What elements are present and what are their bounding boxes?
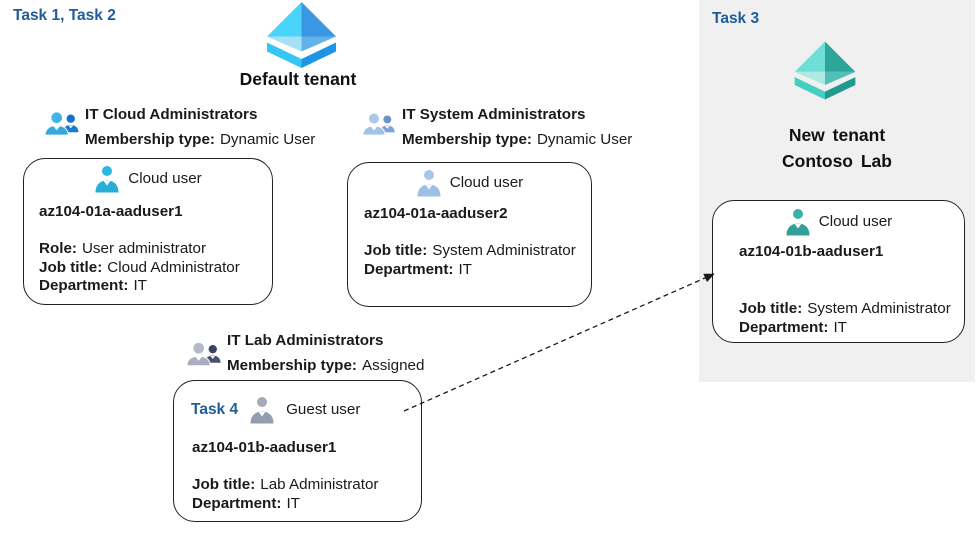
field-label: Job title: xyxy=(39,258,103,276)
field-value: User administrator xyxy=(81,240,207,257)
cloud-user-card-aaduser1: Cloud user az104-01a-aaduser1 Role:User … xyxy=(23,158,273,305)
membership-type-label: Membership type: xyxy=(227,357,357,374)
new-tenant-title-line2: Contoso Lab xyxy=(782,151,892,171)
membership-type-label: Membership type: xyxy=(85,131,215,148)
field-value: System Administrator xyxy=(807,300,951,317)
user-group-icon xyxy=(44,109,81,145)
cloud-user-icon xyxy=(94,164,120,193)
field-label: Job title: xyxy=(192,476,256,493)
group-name: IT System Administrators xyxy=(402,106,586,123)
default-tenant-directory-icon xyxy=(263,2,340,68)
task-3-label: Task 3 xyxy=(712,10,760,27)
user-attributes: Job title:Lab Administrator Department:I… xyxy=(192,476,378,513)
membership-type-value: Dynamic User xyxy=(219,131,316,148)
cloud-user-card-aaduser2: Cloud user az104-01a-aaduser2 Job title:… xyxy=(347,162,592,307)
field-label: Department: xyxy=(739,318,829,336)
user-type-label: Guest user xyxy=(286,401,361,418)
user-attributes: Role:User administrator Job title:Cloud … xyxy=(39,240,240,296)
group-name: IT Lab Administrators xyxy=(227,332,384,349)
field-value: Lab Administrator xyxy=(260,476,379,493)
user-attributes: Job title:System Administrator Departmen… xyxy=(739,300,951,337)
field-label: Department: xyxy=(192,494,282,512)
membership-type-label: Membership type: xyxy=(402,131,532,148)
cloud-user-icon xyxy=(785,207,811,236)
guest-user-icon xyxy=(249,395,275,424)
field-value: IT xyxy=(133,277,147,294)
membership-type-value: Dynamic User xyxy=(536,131,633,148)
field-label: Department: xyxy=(364,260,454,278)
new-tenant-title: New tenant Contoso Lab xyxy=(699,122,975,174)
membership-type-line: Membership type:Dynamic User xyxy=(402,127,632,152)
group-it-lab-administrators: IT Lab Administrators Membership type:As… xyxy=(227,328,424,378)
user-group-icon xyxy=(362,110,397,145)
user-name: az104-01b-aaduser1 xyxy=(192,439,337,456)
group-name: IT Cloud Administrators xyxy=(85,106,258,123)
field-label: Department: xyxy=(39,277,129,294)
field-value: Cloud Administrator xyxy=(107,258,240,276)
field-value: IT xyxy=(286,494,300,512)
guest-user-card-aaduser1b: Task 4 Guest user az104-01b-aaduser1 Job… xyxy=(173,380,422,522)
group-it-system-administrators: IT System Administrators Membership type… xyxy=(402,102,632,152)
field-label: Job title: xyxy=(364,242,428,259)
membership-type-value: Assigned xyxy=(361,357,425,374)
user-name: az104-01a-aaduser2 xyxy=(364,205,508,222)
new-tenant-title-line1: New tenant xyxy=(788,125,886,145)
default-tenant-title: Default tenant xyxy=(239,69,357,89)
new-tenant-panel: Task 3 New tenant Contoso Lab xyxy=(699,0,975,382)
user-type-label: Cloud user xyxy=(818,213,893,230)
user-attributes: Job title:System Administrator Departmen… xyxy=(364,242,576,279)
task-1-2-label: Task 1, Task 2 xyxy=(13,7,116,24)
field-label: Role: xyxy=(39,240,77,257)
group-it-cloud-administrators: IT Cloud Administrators Membership type:… xyxy=(85,102,315,152)
user-group-icon xyxy=(186,339,223,376)
user-type-label: Cloud user xyxy=(449,174,524,191)
cloud-user-icon xyxy=(416,168,442,197)
task-4-label: Task 4 xyxy=(191,400,239,418)
field-label: Job title: xyxy=(739,300,803,317)
membership-type-line: Membership type:Assigned xyxy=(227,353,424,378)
membership-type-line: Membership type:Dynamic User xyxy=(85,127,315,152)
field-value: IT xyxy=(833,318,847,336)
new-tenant-directory-icon xyxy=(792,41,858,100)
field-value: System Administrator xyxy=(432,242,576,259)
user-name: az104-01b-aaduser1 xyxy=(739,243,884,260)
user-type-label: Cloud user xyxy=(128,170,202,187)
cloud-user-card-aaduser1b-new-tenant: Cloud user az104-01b-aaduser1 Job title:… xyxy=(712,200,965,343)
user-name: az104-01a-aaduser1 xyxy=(39,203,183,220)
field-value: IT xyxy=(458,260,472,278)
